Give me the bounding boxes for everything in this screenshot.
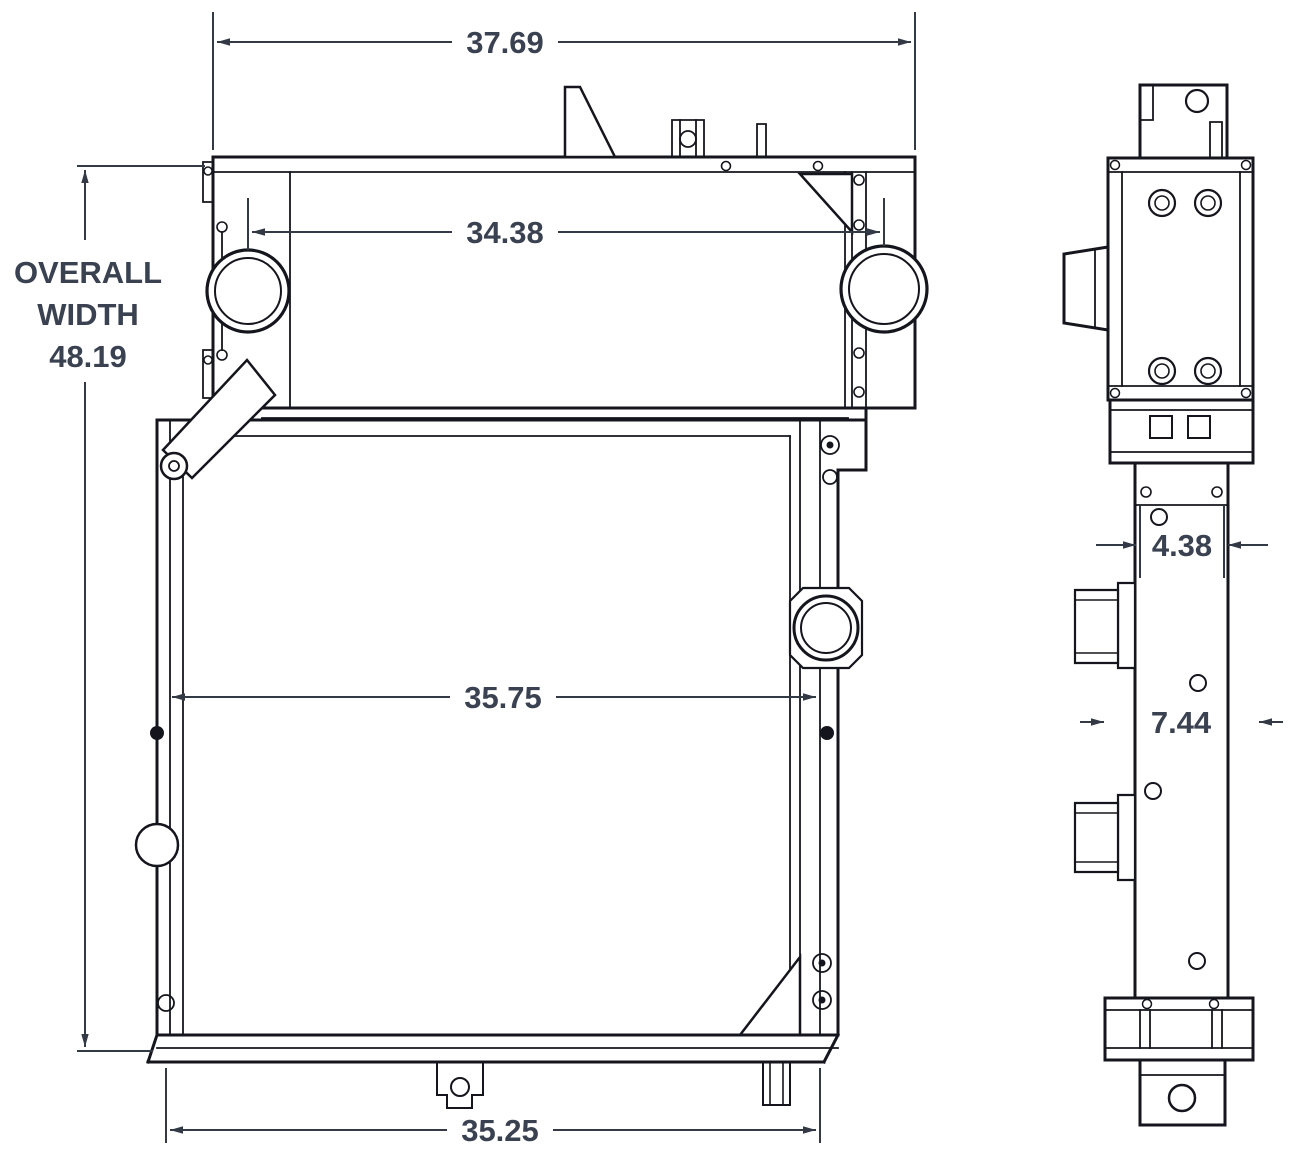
dim-depth: 7.44 [1080,705,1283,740]
side-bottom-flange [1103,996,1255,1062]
dim-port-spacing-text: 34.38 [466,215,544,250]
dim-port-offset-text: 4.38 [1152,528,1212,563]
overall-width-label-line1: OVERALL [14,255,162,290]
top-right-gusset [797,172,854,236]
left-support-strut [159,358,277,481]
gusset-bolt-top [853,174,865,186]
dim-port-offset: 4.38 [1096,506,1268,578]
dimensions: 37.69 34.38 OVERALL WIDTH 48.19 35.75 [14,12,1283,1148]
overall-width-value-text: 48.19 [49,339,127,374]
dim-overall-width: OVERALL WIDTH 48.19 [14,165,205,1052]
mid-outlet-port [788,586,864,670]
right-reference-dot [820,726,834,740]
side-mid-flange [1108,398,1255,465]
dim-depth-text: 7.44 [1151,705,1212,740]
side-top-bracket [1138,83,1229,160]
top-mounting-tabs [202,85,767,399]
side-view [1062,83,1255,1127]
dim-port-spacing: 34.38 [247,198,885,250]
dim-bottom-width-text: 35.25 [461,1113,539,1148]
bottom-right-gusset [157,953,832,1037]
front-view [134,85,929,1109]
left-channel-hole [134,822,180,868]
right-inlet-port [839,219,929,359]
overall-width-label-line2: WIDTH [37,297,139,332]
left-reference-dot [150,726,164,740]
dim-core-width-text: 35.75 [464,680,542,715]
gusset-bolt-bottom [853,386,865,398]
bottom-mounting-feet [436,1061,791,1109]
side-pipe-stub-upper [1073,581,1137,670]
core-and-channels [155,406,917,1037]
bottom-frame [146,1032,841,1065]
dim-core-width: 35.75 [172,680,816,715]
side-body [1133,461,1230,1000]
side-upper-flange [1062,156,1255,402]
dim-top-width: 37.69 [212,12,916,150]
side-bottom-bracket [1138,1058,1227,1127]
dim-bottom-width: 35.25 [165,1068,821,1148]
dim-top-width-text: 37.69 [466,25,544,60]
upper-tank [211,155,917,410]
side-pipe-stub-lower [1073,793,1137,882]
